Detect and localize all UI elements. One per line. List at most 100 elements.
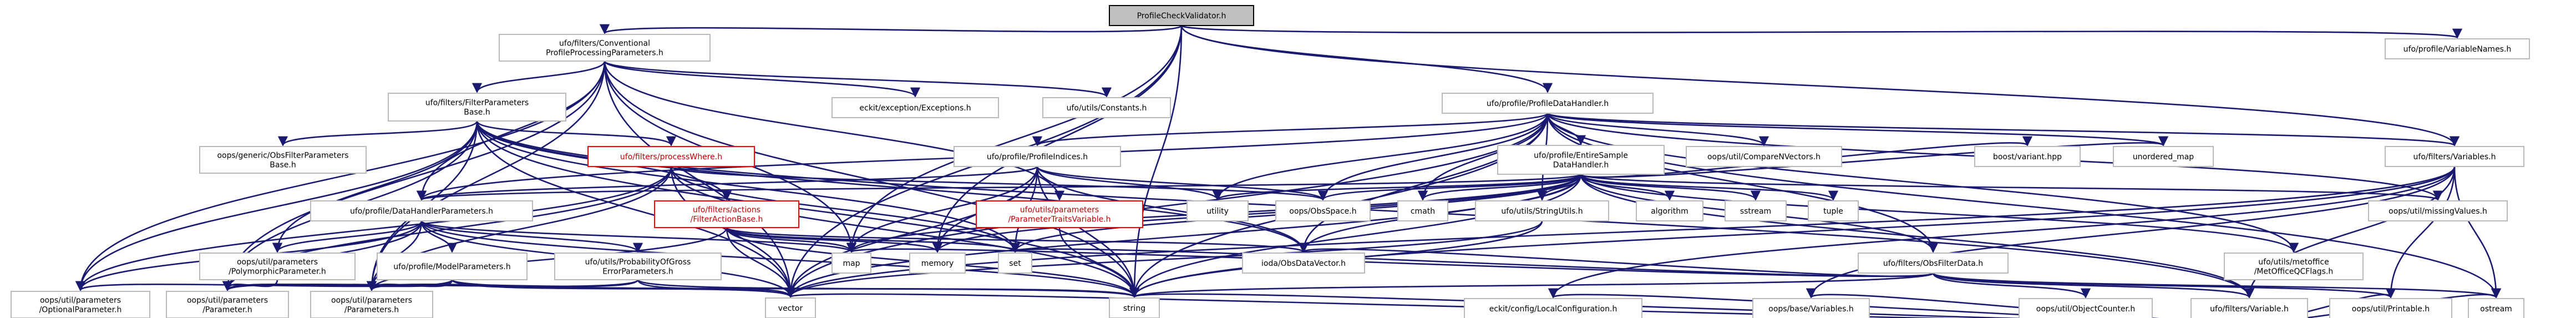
node-baseVars[interactable]: oops/base/Variables.h <box>1752 298 1870 318</box>
node-box <box>310 200 533 221</box>
edge-fab-to-map <box>726 227 856 253</box>
node-missing[interactable]: oops/util/missingValues.h <box>2368 200 2508 221</box>
node-label: /Parameter.h <box>202 306 252 315</box>
edge-cppp-to-optp <box>75 60 606 291</box>
node-fvar[interactable]: ufo/filters/Variable.h <box>2190 298 2308 318</box>
node-label: oops/util/parameters <box>40 296 121 305</box>
node-tuple[interactable]: tuple <box>1808 200 1859 221</box>
node-set[interactable]: set <box>998 253 1032 274</box>
node-mlp[interactable]: ufo/profile/ModelParameters.h <box>377 253 528 280</box>
node-printable[interactable]: oops/util/Printable.h <box>2329 298 2452 318</box>
node-label: ufo/filters/Variables.h <box>2413 153 2496 161</box>
edge-pdh-to-utility <box>1213 113 1549 201</box>
node-ostream[interactable]: ostream <box>2468 298 2524 318</box>
edge-root-to-fvars <box>1180 25 2460 147</box>
node-box <box>1464 298 1642 318</box>
node-box <box>499 34 711 62</box>
edge-fvars-to-baseVars <box>1806 166 2456 299</box>
node-ioda[interactable]: ioda/ObsDataVector.h <box>1242 253 1365 274</box>
node-box <box>831 97 999 118</box>
edge-esdh-to-sstream <box>1580 174 1761 201</box>
node-label: ufo/utils/StringUtils.h <box>1501 207 1583 216</box>
node-label: memory <box>921 259 954 268</box>
node-cppp[interactable]: ufo/filters/ConventionalProfileProcessin… <box>499 34 711 62</box>
node-fvars[interactable]: ufo/filters/Variables.h <box>2385 146 2524 167</box>
node-label: unordered_map <box>2133 153 2194 161</box>
node-label: cmath <box>1411 207 1435 216</box>
edge-cppp-to-params <box>366 60 606 291</box>
node-pw[interactable]: ufo/filters/processWhere.h <box>587 146 755 167</box>
node-root[interactable]: ProfileCheckValidator.h <box>1109 5 1254 26</box>
node-bvar[interactable]: boost/variant.hpp <box>1974 146 2081 167</box>
node-label: ufo/filters/Conventional <box>559 39 650 48</box>
edge-fpb-to-vector <box>476 120 796 298</box>
node-box <box>1042 97 1171 118</box>
node-ofd[interactable]: ufo/filters/ObsFilterData.h <box>1858 253 2009 274</box>
node-pdhp[interactable]: ufo/profile/DataHandlerParameters.h <box>310 200 533 221</box>
node-const[interactable]: ufo/utils/Constants.h <box>1042 97 1171 118</box>
edge-ofd-to-set <box>1010 243 1934 277</box>
node-label: oops/base/Variables.h <box>1768 305 1853 314</box>
node-map[interactable]: map <box>831 253 871 274</box>
edge-esdh-to-pdhp <box>417 173 1582 201</box>
edge-fpb-to-gofp <box>278 120 478 147</box>
edge-ofd-to-objcnt <box>1932 272 2091 299</box>
edge-pgep-to-string <box>637 279 1139 298</box>
node-label: DataHandler.h <box>1553 161 1609 170</box>
edge-cppp-to-eckitex <box>604 60 920 98</box>
node-label: ufo/utils/metoffice <box>2258 258 2329 267</box>
node-param[interactable]: oops/util/parameters/Parameter.h <box>166 291 289 318</box>
node-label: set <box>1009 259 1021 268</box>
node-label: oops/util/parameters <box>187 296 268 305</box>
node-utility[interactable]: utility <box>1186 200 1249 221</box>
node-pi[interactable]: ufo/profile/ProfileIndices.h <box>954 146 1121 167</box>
edge-pdh-to-fvars <box>1546 112 2460 147</box>
node-sstream[interactable]: sstream <box>1725 200 1787 221</box>
node-eckitcfg[interactable]: eckit/config/LocalConfiguration.h <box>1464 298 1642 318</box>
node-box <box>2329 298 2452 318</box>
edge-pi-to-vector <box>785 166 1038 298</box>
node-cmpv[interactable]: oops/util/CompareNVectors.h <box>1686 146 1842 167</box>
node-label: /ParameterTraitsVariable.h <box>1008 215 1110 224</box>
node-label: oops/ObsSpace.h <box>1289 207 1356 216</box>
edge-ofd-to-printable <box>1932 272 2396 299</box>
node-pvn[interactable]: ufo/profile/VariableNames.h <box>2385 38 2530 59</box>
node-pgep[interactable]: ufo/utils/ProbabilityOfGrossErrorParamet… <box>554 253 722 280</box>
edge-root-to-map <box>846 25 1183 253</box>
node-obsspace[interactable]: oops/ObsSpace.h <box>1275 200 1371 221</box>
node-objcnt[interactable]: oops/util/ObjectCounter.h <box>2019 298 2153 318</box>
node-box <box>1752 298 1870 318</box>
edge-pw-to-obsspace <box>670 165 1328 201</box>
node-label: ufo/profile/VariableNames.h <box>2403 45 2512 54</box>
node-label: ufo/utils/Constants.h <box>1067 104 1147 113</box>
node-fab[interactable]: ufo/filters/actions/FilterActionBase.h <box>654 200 799 228</box>
node-strutils[interactable]: ufo/utils/StringUtils.h <box>1475 200 1609 221</box>
node-label: ufo/profile/ModelParameters.h <box>393 263 511 271</box>
node-polyp[interactable]: oops/util/parameters/PolymorphicParamete… <box>199 253 356 280</box>
node-ptv[interactable]: ufo/utils/parameters/ParameterTraitsVari… <box>976 200 1143 228</box>
node-params[interactable]: oops/util/parameters/Parameters.h <box>310 291 433 318</box>
node-label: /Parameters.h <box>344 306 399 315</box>
node-pdh[interactable]: ufo/profile/ProfileDataHandler.h <box>1442 93 1654 114</box>
node-box <box>377 253 528 280</box>
node-label: eckit/exception/Exceptions.h <box>859 104 971 113</box>
node-optp[interactable]: oops/util/parameters/OptionalParameter.h <box>11 291 150 318</box>
node-eckitex[interactable]: eckit/exception/Exceptions.h <box>831 97 999 118</box>
node-metoffice[interactable]: ufo/utils/metoffice/MetOfficeQCFlags.h <box>2224 253 2364 280</box>
node-box <box>976 200 1143 228</box>
node-umap[interactable]: unordered_map <box>2113 146 2214 167</box>
node-memory[interactable]: memory <box>909 253 966 274</box>
node-label: vector <box>778 304 803 313</box>
edge-esdh-to-obsspace <box>1318 174 1582 201</box>
edge-cppp-to-param <box>222 60 606 291</box>
node-label: ufo/filters/FilterParameters <box>425 99 529 108</box>
node-vector[interactable]: vector <box>765 297 816 318</box>
node-string[interactable]: string <box>1109 297 1160 318</box>
node-cmath[interactable]: cmath <box>1397 200 1448 221</box>
edge-fvars-to-string <box>1129 166 2456 298</box>
edge-pdh-to-umap <box>1546 112 2168 147</box>
node-algorithm[interactable]: algorithm <box>1636 200 1703 221</box>
